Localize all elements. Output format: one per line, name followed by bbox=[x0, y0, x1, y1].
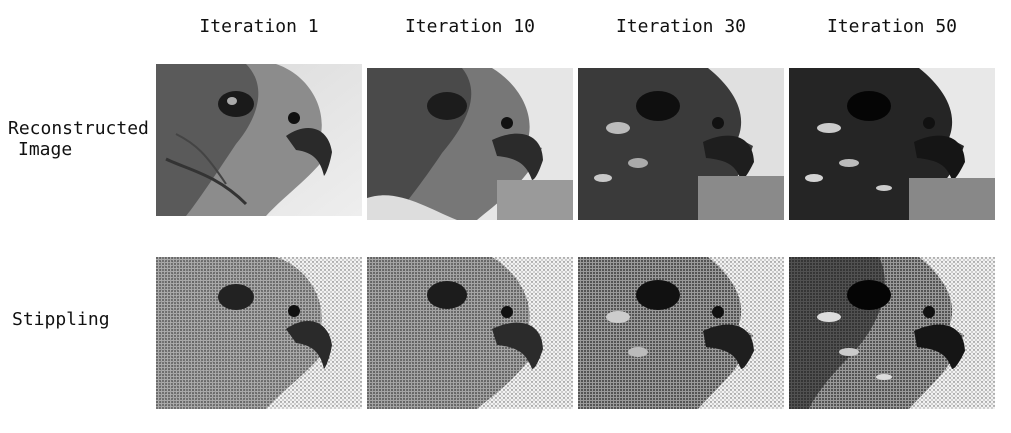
stippling-iteration-10-image bbox=[367, 257, 573, 409]
row-label-stippling: Stippling bbox=[12, 309, 110, 330]
row-label-reconstructed-line1: Reconstructed bbox=[8, 118, 149, 139]
column-title-iteration-30: Iteration 30 bbox=[615, 16, 747, 37]
row-label-stippling-line1: Stippling bbox=[12, 309, 110, 330]
column-title-iteration-50: Iteration 50 bbox=[826, 16, 958, 37]
stippling-iteration-50-image bbox=[789, 257, 995, 409]
reconstructed-iteration-50-image bbox=[789, 68, 995, 220]
row-label-reconstructed-line2: Image bbox=[18, 139, 73, 160]
column-title-iteration-1: Iteration 1 bbox=[199, 16, 319, 37]
column-title-iteration-10: Iteration 10 bbox=[404, 16, 536, 37]
reconstructed-iteration-10-image bbox=[367, 68, 573, 220]
stippling-iteration-30-image bbox=[578, 257, 784, 409]
row-label-reconstructed: Reconstructed Image bbox=[8, 118, 149, 160]
stippling-iteration-1-image bbox=[156, 257, 362, 409]
reconstructed-iteration-30-image bbox=[578, 68, 784, 220]
reconstructed-iteration-1-image bbox=[156, 64, 362, 216]
